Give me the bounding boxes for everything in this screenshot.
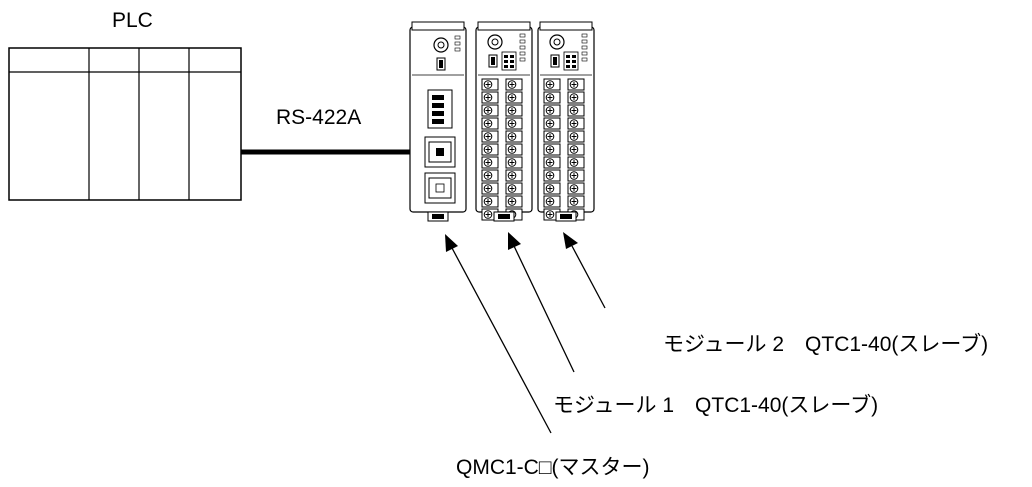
slave-module-1 [475,21,533,222]
arrow-module-2 [563,232,606,309]
arrow-master [445,234,552,434]
master-module [409,21,467,222]
master-callout: QMC1-C□(マスター) [456,456,650,479]
slave-module-2 [537,21,595,222]
rs422a-label: RS-422A [276,106,362,129]
module-2-callout: モジュール 2 QTC1-40(スレーブ) [663,333,989,356]
plc-label: PLC [112,9,153,32]
plc-unit [8,47,242,201]
arrow-module-1 [508,232,575,373]
module-1-callout: モジュール 1 QTC1-40(スレーブ) [553,394,879,417]
